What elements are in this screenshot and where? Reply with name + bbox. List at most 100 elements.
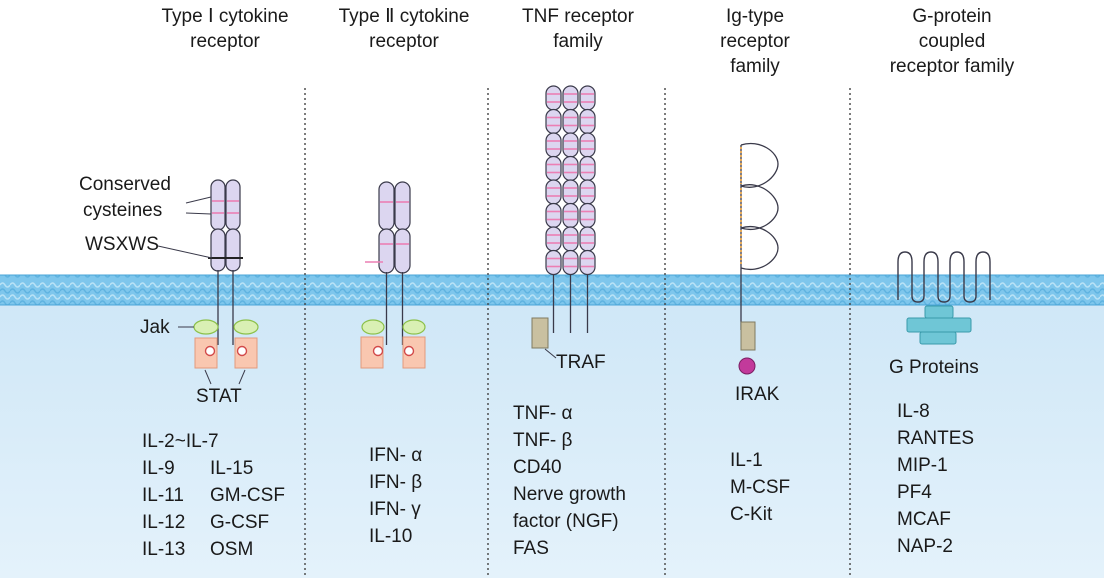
conserved-label-line2: cysteines [83,200,163,221]
tnf-ligand: TNF- β [513,430,573,451]
tnf-receptor-domain [562,249,579,276]
type2-ligand-list: IFN- α IFN- β IFN- γ IL-10 [369,442,422,550]
type1-ligand: IL-2~IL-7 [142,431,219,452]
tnf-receptor-domain [562,85,579,111]
type1-ligand: IL-13 [142,539,186,560]
tnf-receptor-domain [545,132,562,158]
header-type2-line1: Type Ⅱ cytokine [338,6,470,27]
traf-callout-line [544,348,557,359]
header-type1-cytokine-receptor: Type Ⅰ cytokine receptor [130,4,320,54]
tnf-ligand: FAS [513,538,549,559]
gpcr-ligand: MCAF [897,509,951,530]
header-tnf-receptor-family: TNF receptor family [498,4,658,54]
type2-jak-left [361,319,385,335]
type1-ligand-row: IL-12 G-CSF [142,509,285,536]
header-type1-line1: Type Ⅰ cytokine [161,6,289,27]
gpcr-ligand: RANTES [897,428,975,449]
tnf-receptor-domain [545,249,562,276]
type1-ligand: GM-CSF [210,485,285,506]
ig-ligand: M-CSF [730,477,791,498]
tnf-ligand: TNF- α [513,403,573,424]
header-ig-line2: receptor [720,31,790,52]
stat-phospho-site [204,345,216,357]
tnf-receptor-domain [562,226,579,252]
tnf-receptor-domain [545,108,562,135]
ig-ligand-list: IL-1 M-CSF C-Kit [730,447,790,528]
type2-stat-right [402,336,426,369]
type1-ligand: IL-12 [142,512,186,533]
traf-label: TRAF [556,352,606,373]
tnf-receptor-domain [545,179,562,205]
conserved-callout-line [185,212,212,215]
header-ig-line1: Ig-type [725,6,785,27]
gpcr-ligand: PF4 [897,482,932,503]
header-ig-line3: family [730,56,780,77]
type2-ligand: IFN- γ [369,499,421,520]
tnf-receptor-domain [579,155,596,182]
ig-domain-loop [740,142,779,188]
type2-receptor-upper-domain [394,181,411,231]
header-type2-cytokine-receptor: Type Ⅱ cytokine receptor [312,4,496,54]
conserved-callout-line [185,196,212,204]
gpcr-ligand: IL-8 [897,401,930,422]
g-protein-subunit [924,305,954,319]
tnf-receptor-domain [562,132,579,158]
tnf-ligand: CD40 [513,457,562,478]
tnf-receptor-domain [579,249,596,276]
type2-ligand: IL-10 [369,526,413,547]
ig-ligand: C-Kit [730,504,773,525]
tnf-receptor-domain [545,226,562,252]
tnf-ligand: Nerve growth [513,484,626,505]
plasma-membrane [0,275,1104,305]
conserved-cysteines-label: Conserved cysteines [79,172,189,224]
tnf-receptor-domain [562,108,579,135]
g-protein-subunit [906,317,972,333]
tnf-receptor-domain [545,155,562,182]
tnf-receptor-domain [562,202,579,229]
stat-label: STAT [196,386,242,407]
tnf-receptor-domain [579,202,596,229]
tnf-receptor-domain [562,155,579,182]
type1-receptor-upper-domain [225,179,241,231]
type2-phospho-site [372,345,384,357]
header-gpcr-line3: receptor family [889,56,1015,77]
header-type2-line2: receptor [369,31,439,52]
stat-callout-line [238,369,246,385]
jak-kinase-left [193,319,219,335]
type2-receptor-upper-domain [378,181,395,231]
type1-ligand: G-CSF [210,512,270,533]
tnf-receptor-domain [545,202,562,229]
cytoplasm-region [0,300,1104,578]
type2-jak-right [402,319,426,335]
header-tnf-line2: family [553,31,603,52]
type1-ligand-row: IL-2~IL-7 [142,428,285,455]
g-proteins-label: G Proteins [889,357,979,378]
type2-receptor-lower-domain [394,228,411,274]
stat-phospho-site [236,345,248,357]
type2-phospho-site [403,345,415,357]
wsxws-callout-line [157,245,213,259]
type1-ligand: IL-11 [142,485,184,506]
ig-ligand: IL-1 [730,450,763,471]
conserved-label-line1: Conserved [79,174,171,195]
tnf-ligand-list: TNF- α TNF- β CD40 Nerve growth factor (… [513,400,626,562]
ig-adaptor [740,321,756,351]
tnf-receptor-domain [562,179,579,205]
tnf-ligand: factor (NGF) [513,511,619,532]
header-type1-line2: receptor [190,31,260,52]
header-gpcr-line2: coupled [918,31,986,52]
jak-label: Jak [140,317,170,338]
gpcr-ligand: NAP-2 [897,536,953,557]
tnf-receptor-domain [579,132,596,158]
irak-kinase [738,357,756,375]
type1-receptor-lower-domain [210,228,226,272]
type1-ligand-row: IL-11 GM-CSF [142,482,285,509]
jak-kinase-right [233,319,259,335]
type1-ligand: IL-9 [142,458,175,479]
tnf-receptor-domain [545,85,562,111]
